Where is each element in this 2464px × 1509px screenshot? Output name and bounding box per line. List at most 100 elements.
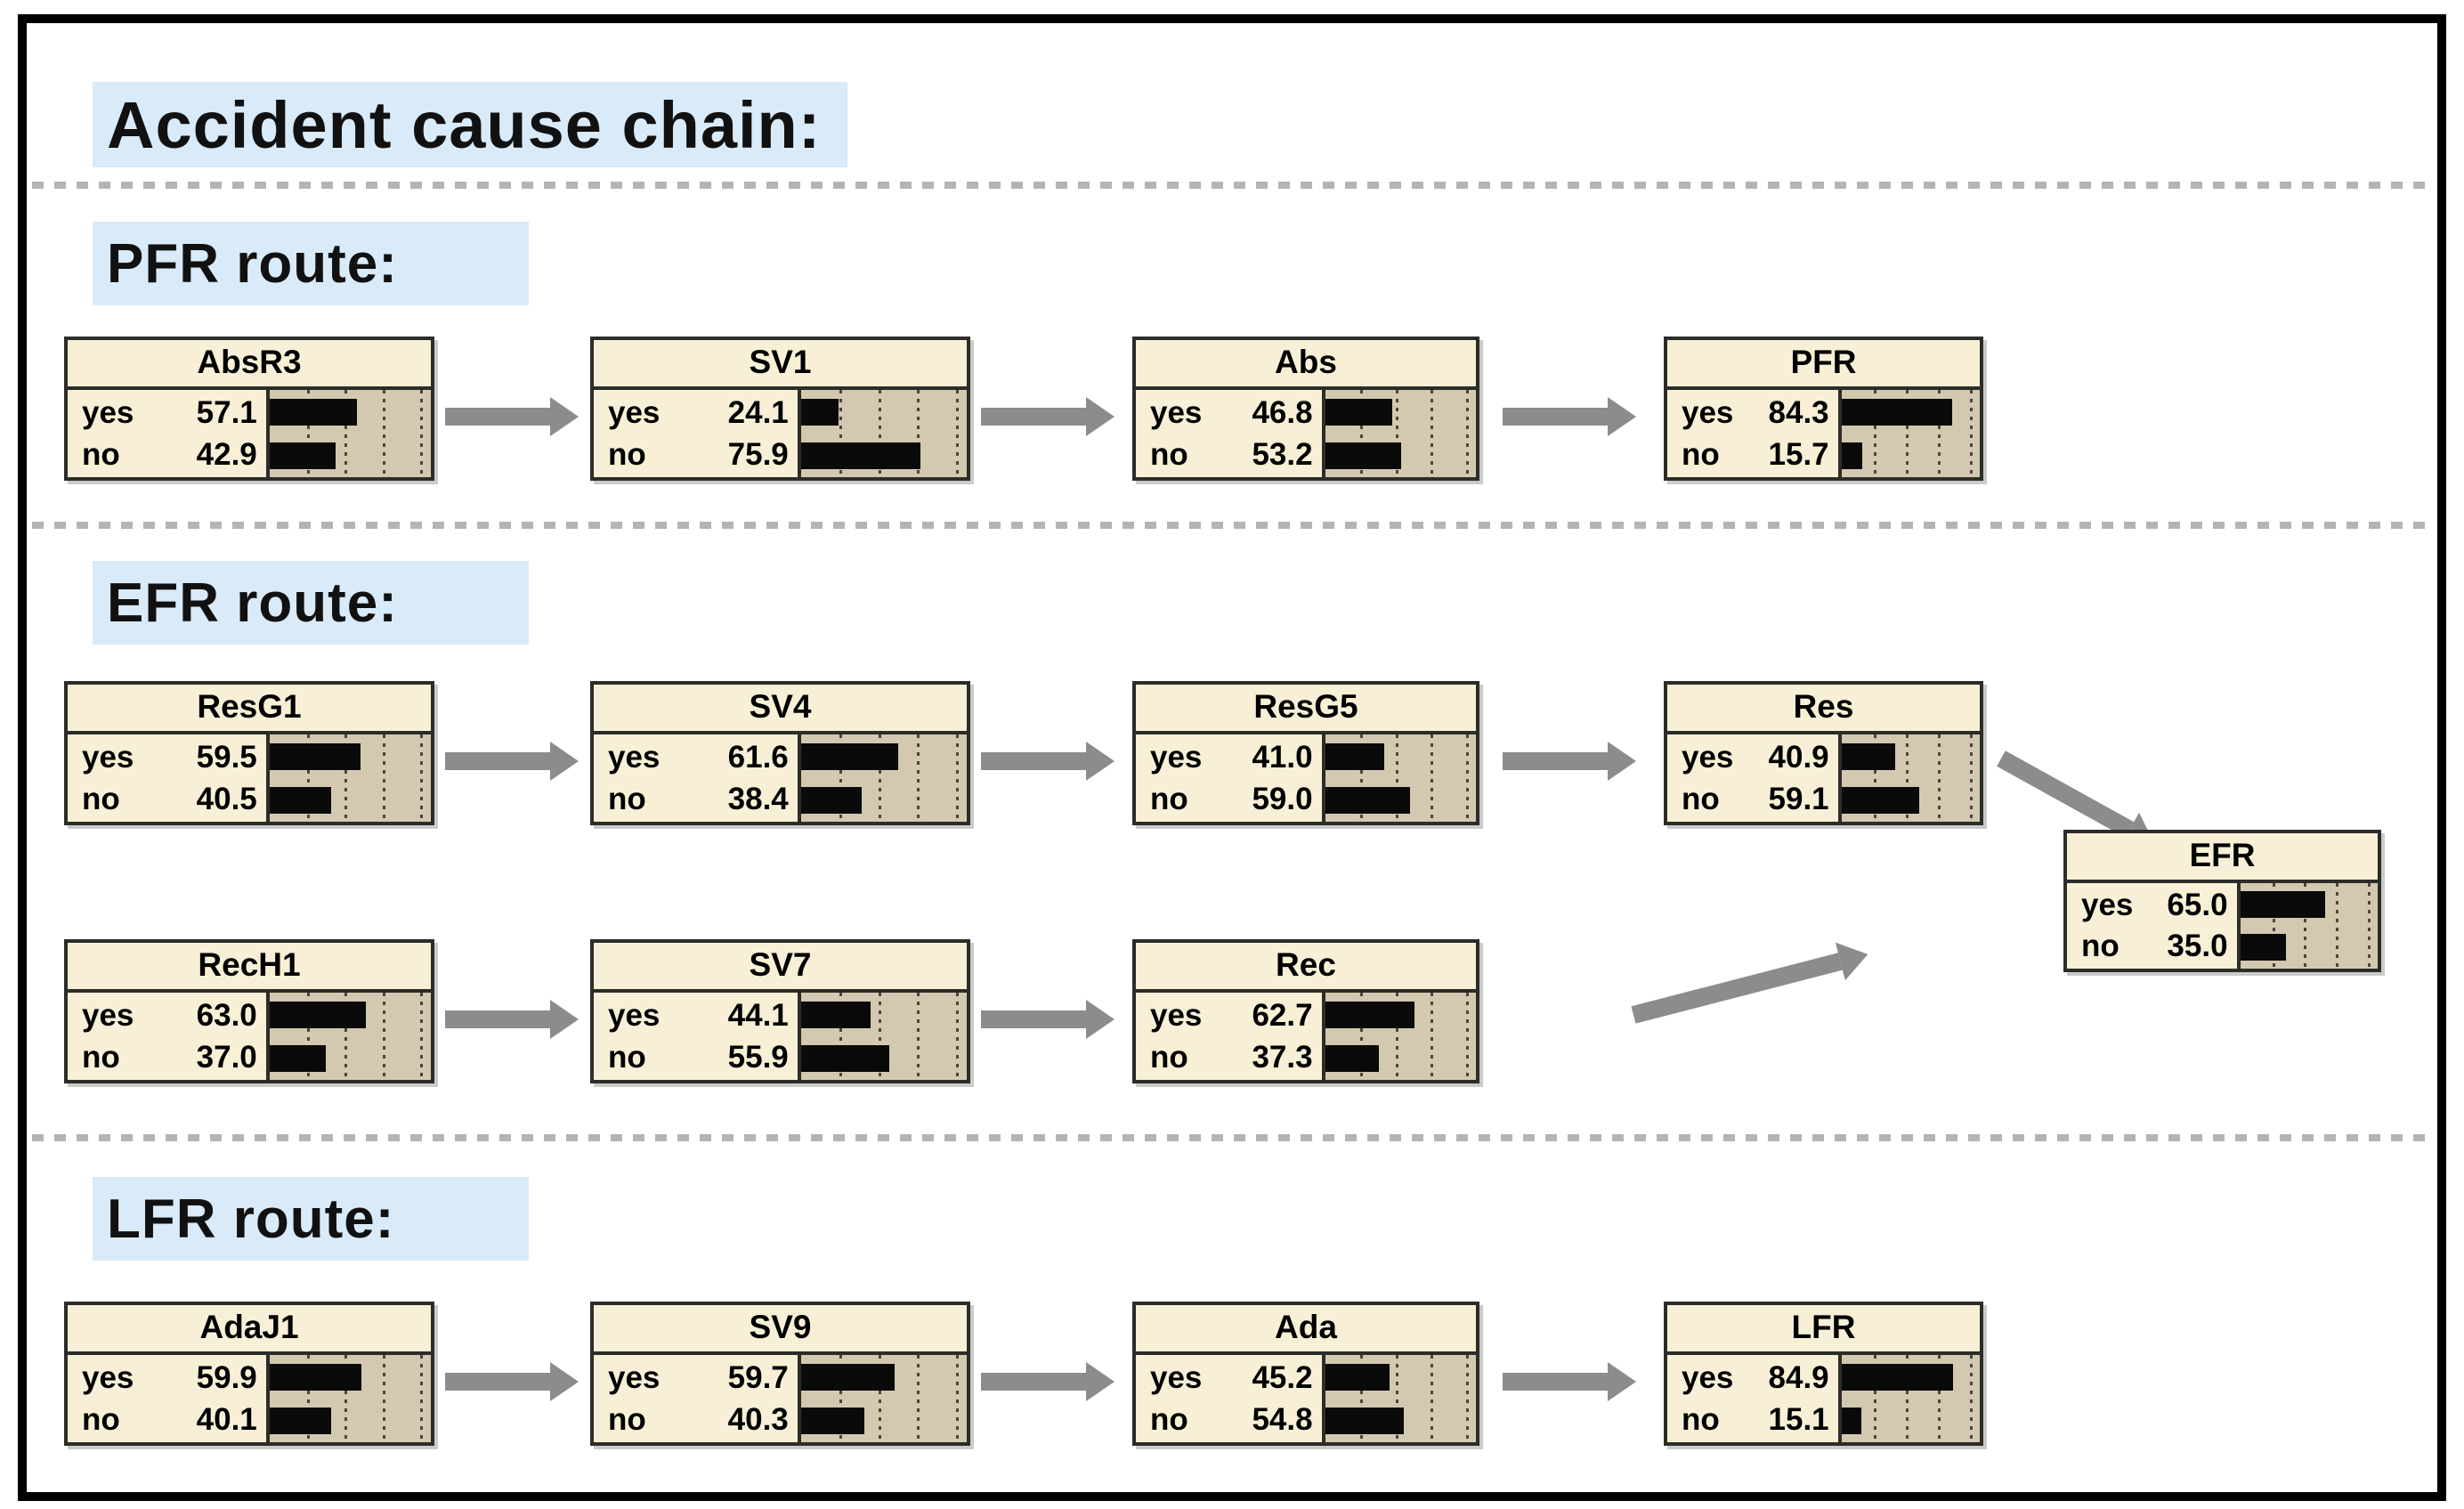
belief-bar-yes (2240, 891, 2325, 918)
state-label-no: no (82, 1401, 120, 1437)
node-title: SV4 (594, 685, 967, 734)
state-label-yes: yes (608, 1359, 661, 1395)
belief-bar-no (269, 786, 332, 814)
state-label-no: no (82, 781, 120, 816)
node-title: RecH1 (68, 943, 431, 993)
belief-bar-yes (800, 1363, 896, 1391)
state-value-no: 59.0 (1252, 781, 1313, 816)
belief-bar-no (1325, 442, 1402, 469)
belief-bar-no (800, 786, 862, 814)
state-label-yes: yes (608, 739, 661, 775)
arrow-resg5-res (1503, 742, 1636, 781)
state-label-yes: yes (82, 997, 134, 1033)
arrow-resg1-sv4 (445, 742, 579, 781)
node-title: ResG5 (1136, 685, 1476, 734)
state-value-yes: 59.7 (727, 1359, 789, 1395)
belief-bar-yes (269, 1001, 367, 1028)
belief-bar-area (265, 1355, 431, 1442)
node-title: SV1 (594, 340, 967, 390)
state-value-no: 42.9 (196, 436, 257, 472)
belief-bar-yes (269, 1363, 361, 1391)
state-value-yes: 63.0 (196, 997, 257, 1033)
state-value-no: 40.1 (196, 1401, 257, 1437)
arrow-absr3-sv1 (445, 397, 579, 436)
lfr-route-heading: LFR route: (93, 1177, 529, 1261)
belief-bar-yes (800, 1001, 871, 1028)
state-value-no: 59.1 (1768, 781, 1829, 816)
belief-bar-area (1837, 390, 1980, 477)
state-value-yes: 46.8 (1252, 394, 1313, 430)
arrow-ada-lfr (1503, 1362, 1636, 1401)
node-title: PFR (1667, 340, 1980, 390)
arrow-sv1-abs (981, 397, 1114, 436)
pfr-route-heading: PFR route: (93, 222, 529, 305)
belief-bar-yes (1325, 398, 1392, 426)
state-label-no: no (2081, 929, 2120, 963)
state-label-yes: yes (1682, 739, 1734, 775)
state-label-yes: yes (1682, 394, 1734, 430)
state-label-yes: yes (82, 394, 134, 430)
state-label-no: no (1150, 1401, 1188, 1437)
node-title: Abs (1136, 340, 1476, 390)
page-title: Accident cause chain: (93, 82, 847, 167)
state-value-yes: 65.0 (2167, 888, 2228, 922)
belief-bar-area (797, 1355, 967, 1442)
belief-bar-yes (1841, 742, 1895, 770)
state-label-yes: yes (1150, 1359, 1203, 1395)
belief-bar-yes (269, 398, 358, 426)
belief-bar-no (269, 1407, 331, 1434)
node-title: AdaJ1 (68, 1305, 431, 1355)
state-value-no: 15.1 (1768, 1401, 1829, 1437)
state-label-no: no (608, 781, 646, 816)
belief-bar-no (269, 442, 336, 469)
state-label-yes: yes (608, 997, 661, 1033)
belief-bar-area (1837, 1355, 1980, 1442)
node-title: Ada (1136, 1305, 1476, 1355)
state-label-yes: yes (1682, 1359, 1734, 1395)
belief-bar-no (1325, 1044, 1379, 1072)
belief-bar-yes (800, 742, 898, 770)
belief-bar-no (1325, 786, 1410, 814)
belief-bar-area (1321, 734, 1476, 822)
belief-bar-area (797, 993, 967, 1080)
state-value-yes: 41.0 (1252, 739, 1313, 775)
belief-bar-area (265, 390, 431, 477)
node-title: Res (1667, 685, 1980, 734)
state-label-no: no (1682, 436, 1720, 472)
belief-bar-no (1325, 1407, 1404, 1434)
arrow-sv4-resg5 (981, 742, 1114, 781)
node-title: LFR (1667, 1305, 1980, 1355)
state-label-no: no (82, 436, 120, 472)
state-label-no: no (1150, 436, 1188, 472)
belief-bar-area (1321, 1355, 1476, 1442)
state-value-no: 53.2 (1252, 436, 1313, 472)
belief-bar-no (1841, 442, 1862, 469)
node-title: EFR (2067, 833, 2378, 883)
belief-bar-area (797, 734, 967, 822)
belief-bar-area (797, 390, 967, 477)
state-value-no: 38.4 (727, 781, 789, 816)
node-title: SV7 (594, 943, 967, 993)
state-value-yes: 59.5 (196, 739, 257, 775)
arrow-adaj1-sv9 (445, 1362, 579, 1401)
state-value-no: 55.9 (727, 1039, 789, 1075)
state-value-no: 37.3 (1252, 1039, 1313, 1075)
state-value-no: 35.0 (2167, 929, 2228, 963)
state-value-yes: 24.1 (727, 394, 789, 430)
